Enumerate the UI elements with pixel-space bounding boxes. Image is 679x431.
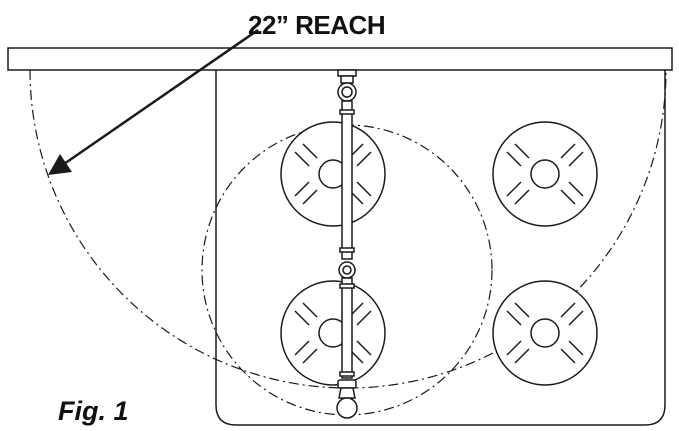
burner-icon — [280, 121, 386, 227]
range-cooktop-outline — [215, 70, 666, 426]
burner-icon — [492, 280, 598, 386]
reach-label: 22” REACH — [248, 10, 386, 40]
faucet-icon — [336, 69, 358, 419]
burner-icon — [492, 121, 598, 227]
figure-label: Fig. 1 — [58, 396, 129, 426]
reach-arrow — [48, 28, 259, 175]
burner-icon — [280, 280, 386, 386]
reach-arc-extended — [29, 69, 667, 389]
backsplash-shelf — [7, 47, 673, 71]
